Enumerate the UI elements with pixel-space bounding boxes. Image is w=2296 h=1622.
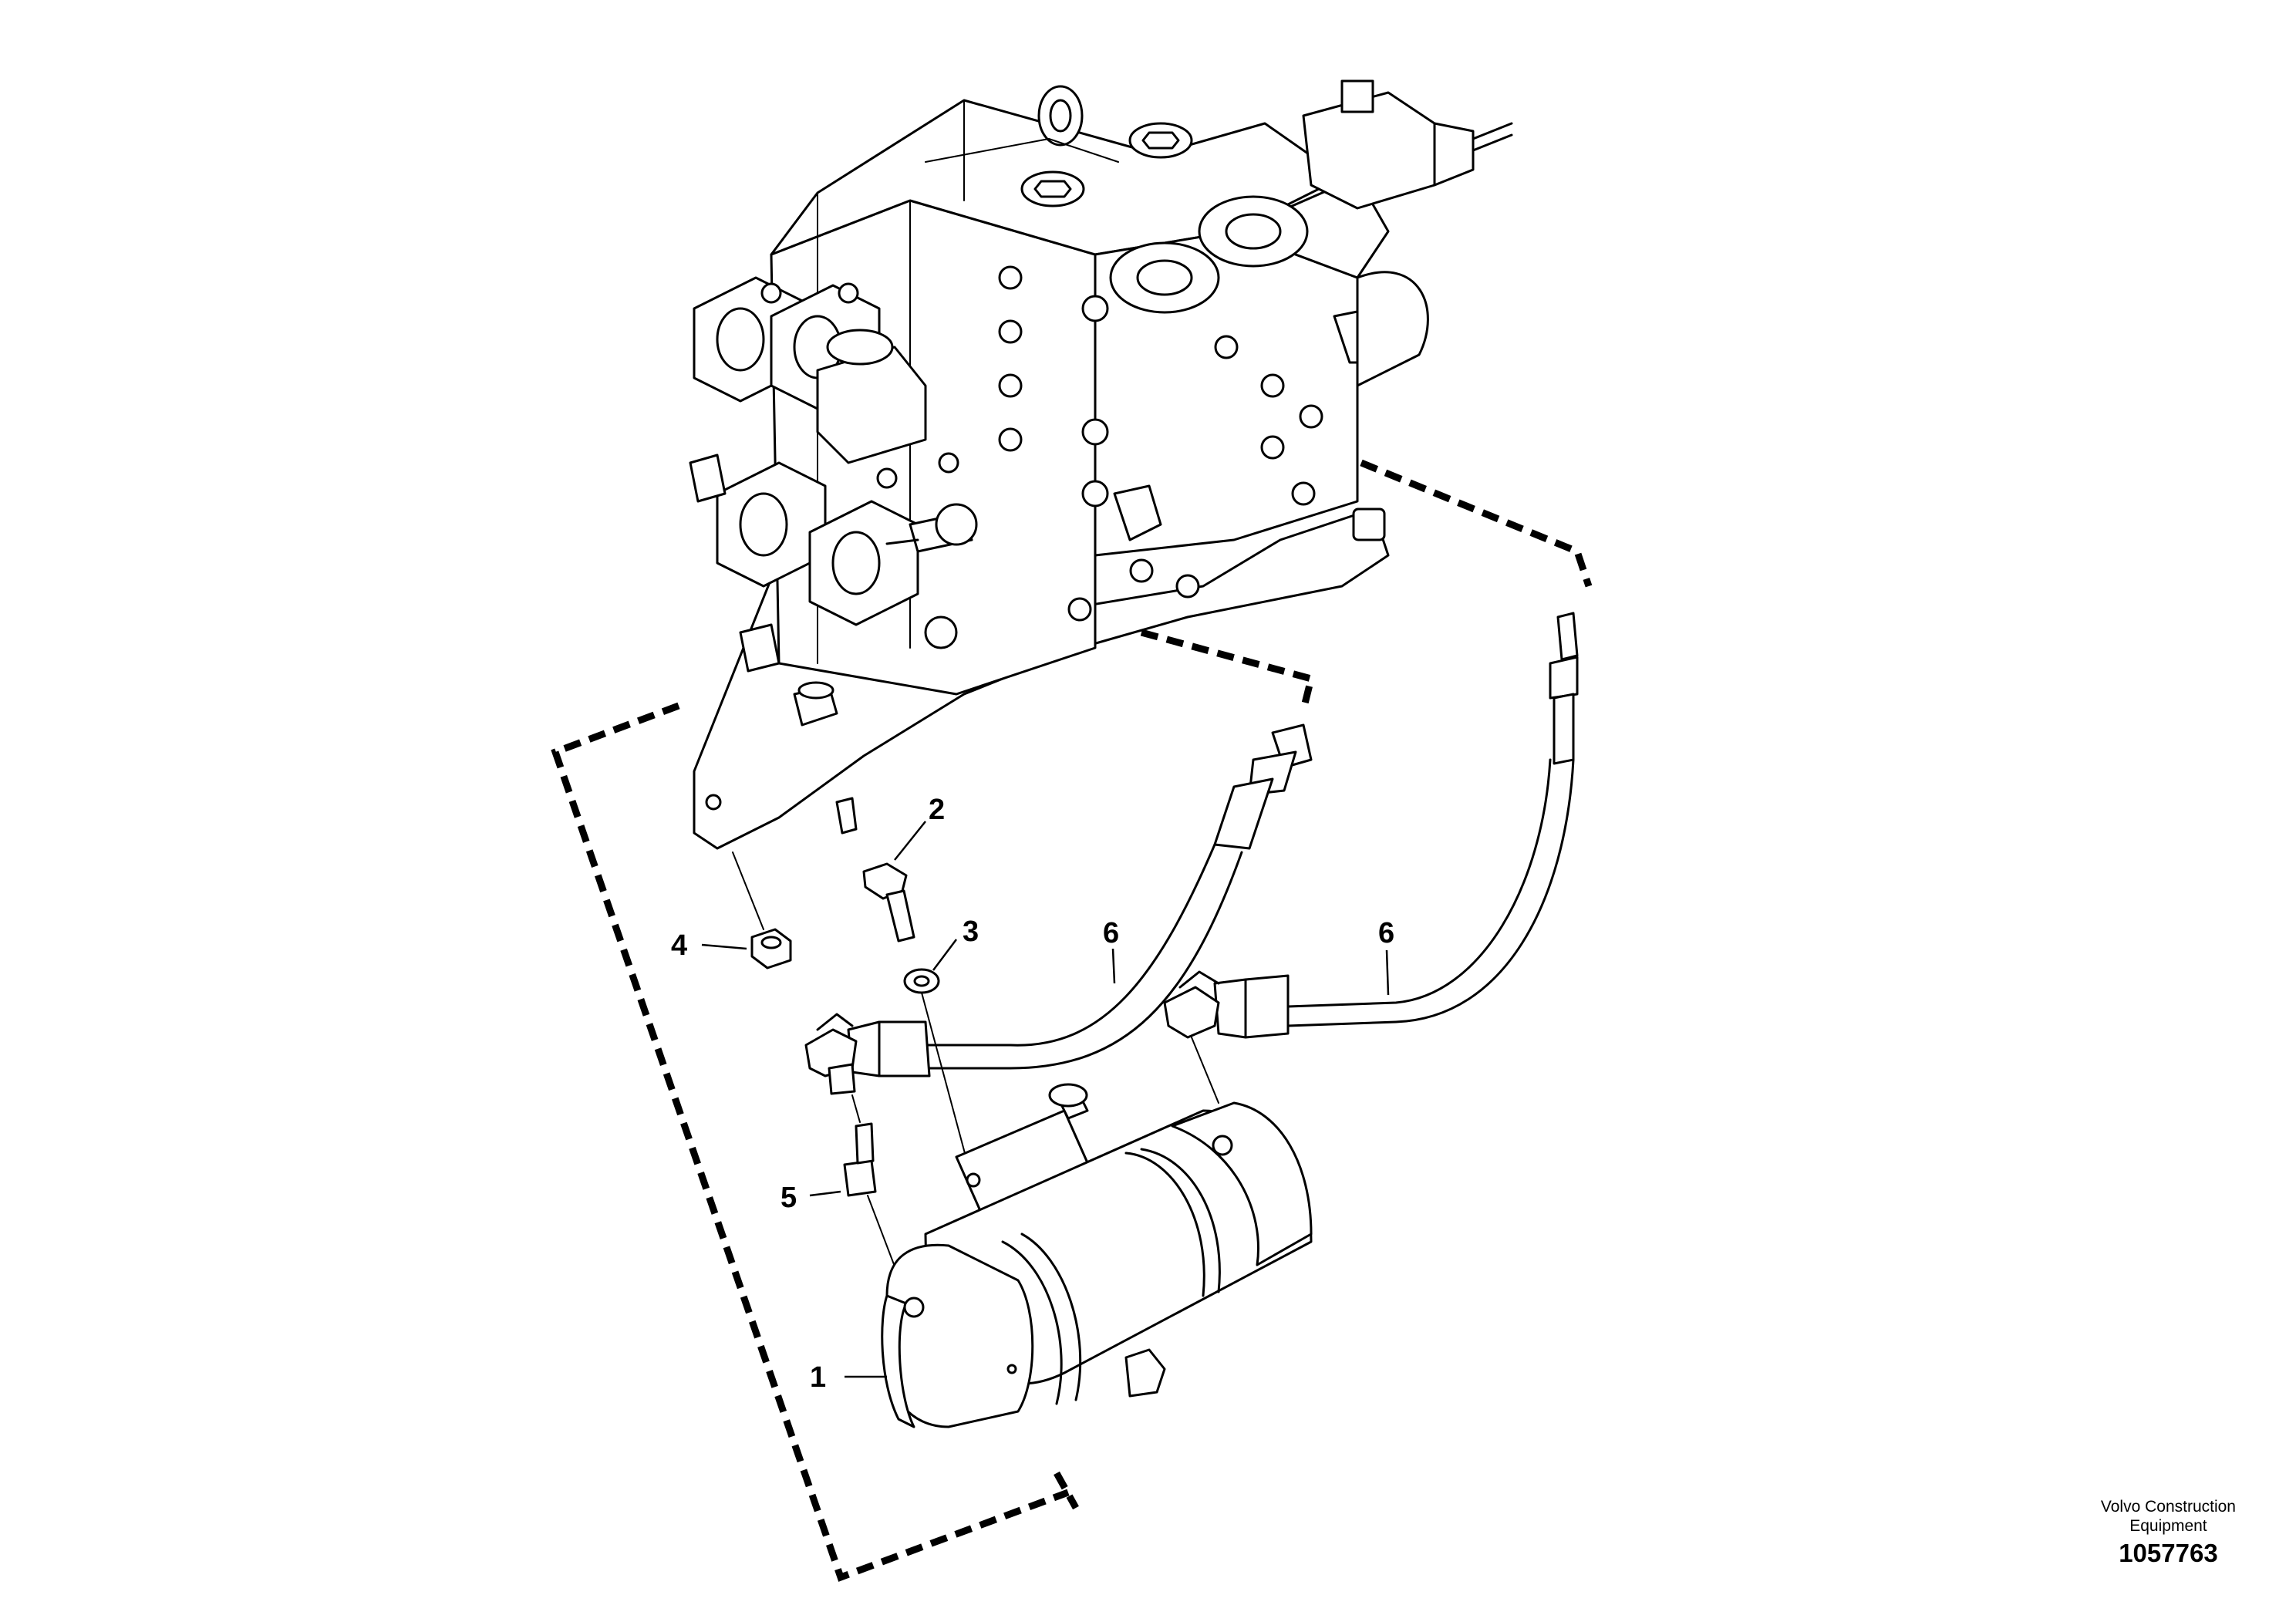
callout-6a: 6	[1103, 917, 1119, 949]
callout-labels: 1 2 3 4 5 6 6	[671, 794, 1394, 1394]
fitting-5	[828, 1063, 877, 1197]
bolt-2	[862, 862, 915, 943]
control-valve-assembly	[689, 79, 1513, 850]
valve-bolts	[760, 265, 1323, 649]
assembly-dashed-lines	[551, 459, 1593, 1582]
callout-2: 2	[929, 794, 945, 826]
callout-3: 3	[963, 916, 979, 948]
callout-6b: 6	[1378, 917, 1394, 949]
callout-4: 4	[671, 929, 687, 962]
nut-4	[750, 928, 792, 969]
brand-line-1: Volvo Construction	[2100, 1498, 2236, 1516]
document-number: 1057763	[2119, 1539, 2218, 1567]
washer-3	[903, 968, 940, 994]
callout-5: 5	[781, 1182, 797, 1214]
brand-line-2: Equipment	[2129, 1517, 2207, 1535]
callout-leaders	[701, 821, 1390, 1378]
footer-caption: Volvo Construction Equipment 1057763	[2101, 1497, 2236, 1568]
callout-1: 1	[810, 1361, 826, 1394]
filter-housing-1	[881, 1083, 1313, 1428]
hydraulic-hose-middle	[804, 723, 1313, 1077]
hydraulic-hose-right	[1163, 612, 1579, 1039]
